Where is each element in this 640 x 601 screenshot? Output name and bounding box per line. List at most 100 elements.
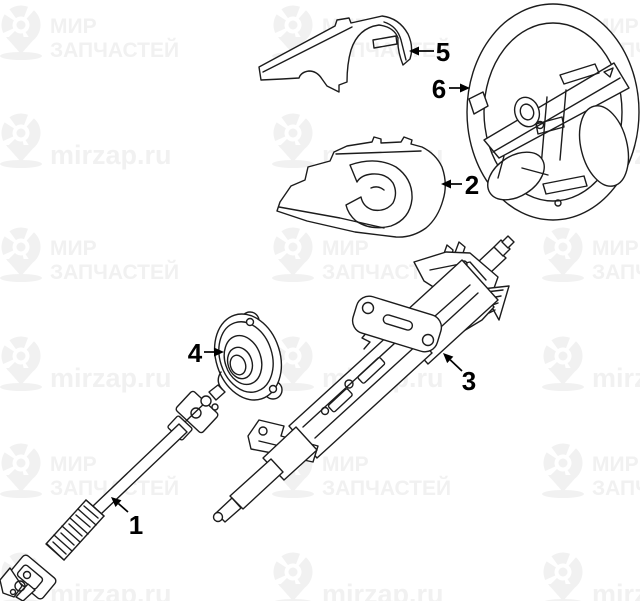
steering-wheel-drawing-shape <box>492 77 621 153</box>
map-pin-gear-icon-shape <box>542 274 584 282</box>
callout-2-number: 2 <box>465 170 479 200</box>
watermark-domain-text: mirzap.ru <box>592 579 640 601</box>
steering-column-drawing-shape <box>429 261 487 281</box>
map-pin-gear-icon-shape <box>16 458 26 468</box>
map-pin-gear-icon-shape <box>558 567 568 577</box>
watermark-domain-text: mirzap.ru <box>50 363 172 393</box>
steering-column-drawing-shape <box>320 406 330 416</box>
intermediate-shaft-drawing-shape <box>16 564 44 590</box>
boot-seal-drawing-shape <box>268 384 278 394</box>
intermediate-shaft-drawing-shape <box>190 407 202 419</box>
callout-4-number: 4 <box>188 338 203 368</box>
steering-column-drawing-shape <box>421 333 435 347</box>
map-pin-gear-icon <box>0 113 42 168</box>
intermediate-shaft-drawing-shape <box>200 395 212 407</box>
watermark-domain-text: mirzap.ru <box>50 140 172 170</box>
callout-5: 5 <box>409 37 450 67</box>
steering-wheel-drawing-shape <box>519 103 535 121</box>
watermark-domain: mirzap.ru <box>0 336 172 393</box>
column-lower-cover-drawing-shape <box>345 160 413 229</box>
boot-seal-drawing-shape <box>218 321 274 393</box>
map-pin-gear-icon-shape <box>558 458 568 468</box>
boot-seal-drawing-shape <box>229 354 247 376</box>
callout-1: 1 <box>111 497 143 540</box>
steering-wheel-drawing-shape <box>603 67 614 78</box>
map-pin-gear-icon-shape <box>543 227 583 267</box>
map-pin-gear-icon-shape <box>1 5 41 45</box>
callout-6-number: 6 <box>432 74 446 104</box>
watermark-brand-line1: МИР <box>50 15 97 38</box>
map-pin-gear-icon-shape <box>16 242 26 252</box>
steering-column-drawing-shape <box>344 379 354 389</box>
steering-wheel-drawing-shape <box>554 199 562 207</box>
boot-seal-drawing-shape <box>226 346 254 380</box>
map-pin-gear-icon-shape <box>0 52 42 60</box>
steering-wheel-drawing-shape <box>578 105 630 187</box>
map-pin-gear-icon-shape <box>558 351 568 361</box>
column-lower-cover-drawing-shape <box>370 186 385 191</box>
map-pin-gear-icon-shape <box>543 552 583 592</box>
intermediate-shaft-drawing-shape <box>15 583 36 601</box>
callout-3-leader-line <box>449 359 463 372</box>
steering-column-drawing-shape <box>351 295 443 353</box>
column-lower-cover-drawing <box>276 136 446 238</box>
steering-column-drawing-shape <box>327 388 353 413</box>
map-pin-gear-icon-shape <box>273 5 313 45</box>
map-pin-gear-icon-shape <box>273 552 313 592</box>
map-pin-gear-icon-shape <box>288 20 298 30</box>
map-pin-gear-icon <box>542 227 584 282</box>
map-pin-gear-icon-shape <box>273 227 313 267</box>
map-pin-gear-icon-shape <box>0 490 42 498</box>
steering-column-drawing-shape <box>493 239 511 257</box>
steering-wheel-drawing-shape <box>535 116 565 135</box>
steering-wheel-drawing-shape <box>468 91 489 115</box>
steering-column-drawing-shape <box>357 356 386 384</box>
callout-4: 4 <box>188 338 224 368</box>
steering-column-drawing-shape <box>212 511 224 523</box>
callout-1-leader-line <box>117 502 129 513</box>
watermark-brand-line1: МИР <box>592 453 639 476</box>
map-pin-gear-icon-shape <box>558 242 568 252</box>
map-pin-gear-icon-shape <box>272 490 314 498</box>
map-pin-gear-icon-shape <box>1 336 41 376</box>
watermark-brand-line2: ЗАПЧАСТЕЙ <box>592 476 640 500</box>
map-pin-gear-icon-shape <box>543 336 583 376</box>
callout-3: 3 <box>443 353 476 396</box>
watermark-domain: mirzap.ru <box>542 336 640 393</box>
callout-3-arrowhead-icon <box>443 353 454 364</box>
watermark-brand-line1: МИР <box>322 453 369 476</box>
boot-seal-drawing-shape <box>223 334 263 386</box>
column-upper-cover-drawing <box>258 15 413 93</box>
map-pin-gear-icon-shape <box>288 242 298 252</box>
column-lower-cover-drawing-shape <box>278 206 385 229</box>
column-upper-cover-drawing-shape <box>258 15 413 93</box>
watermark-brand-line2: ЗАПЧАСТЕЙ <box>592 260 640 284</box>
watermark-domain: mirzap.ru <box>543 552 640 601</box>
map-pin-gear-icon-shape <box>1 113 41 153</box>
callout-5-arrowhead-icon <box>409 46 419 56</box>
steering-column-drawing-shape <box>361 301 375 315</box>
intermediate-shaft-drawing-shape <box>92 423 188 515</box>
intermediate-shaft-drawing <box>0 384 226 601</box>
map-pin-gear-icon <box>272 113 314 168</box>
map-pin-gear-icon-shape <box>542 490 584 498</box>
callout-2: 2 <box>441 170 479 200</box>
map-pin-gear-icon <box>542 443 584 498</box>
map-pin-gear-icon <box>542 336 584 391</box>
map-pin-gear-icon <box>272 227 314 282</box>
map-pin-gear-icon <box>543 552 583 601</box>
diagram-art-layer <box>0 3 640 601</box>
map-pin-gear-icon-shape <box>542 383 584 391</box>
steering-column-drawing-shape <box>302 331 420 439</box>
intermediate-shaft-drawing-shape <box>211 403 219 411</box>
callout-2-arrowhead-icon <box>441 179 451 189</box>
callout-6-arrowhead-icon <box>460 83 470 93</box>
column-lower-cover-drawing-shape <box>335 150 422 155</box>
watermark-brand-line1: МИР <box>592 237 639 260</box>
steering-wheel-drawing <box>466 3 640 221</box>
